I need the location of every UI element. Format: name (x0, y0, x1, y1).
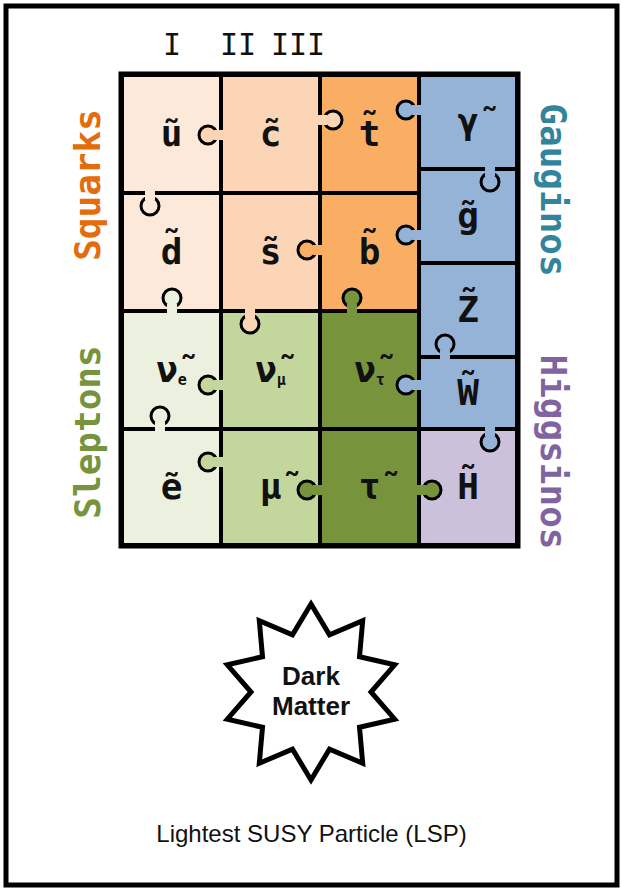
generation-label: III (271, 30, 325, 60)
caption: Lightest SUSY Particle (LSP) (0, 820, 623, 848)
particle-symbol: ũ (161, 116, 183, 152)
particle-cell: b̃ (320, 193, 419, 311)
particle-symbol: τ̃ (359, 469, 381, 505)
particle-symbol: t̃ (359, 116, 381, 152)
generation-label: II (220, 30, 256, 60)
particle-cell: ũ (122, 75, 221, 193)
group-label: Gauginos (535, 103, 571, 276)
particle-symbol: Z̃ (457, 292, 479, 328)
particle-symbol: b̃ (359, 234, 381, 270)
particle-symbol: ν̃ (354, 352, 376, 388)
particle-cell: H̃ (419, 429, 517, 545)
particle-symbol: s̃ (260, 234, 282, 270)
particle-symbol: ν̃ (156, 352, 178, 388)
group-label: Sleptons (70, 345, 106, 518)
particle-symbol: d̃ (161, 234, 183, 270)
particle-cell: g̃ (419, 169, 517, 263)
particle-cell: s̃ (221, 193, 320, 311)
particle-symbol: μ̃ (260, 469, 282, 505)
particle-cell: γ̃ (419, 75, 517, 169)
particle-symbol: H̃ (457, 469, 479, 505)
group-label: Squarks (70, 109, 106, 261)
flavour-subscript: μ (277, 373, 286, 388)
particle-symbol: c̃ (260, 116, 282, 152)
particle-cell: ν̃τ (320, 311, 419, 429)
generation-label: I (163, 30, 181, 60)
grid-outline (121, 74, 518, 546)
particle-cell: W̃ (419, 357, 517, 429)
particle-cell: d̃ (122, 193, 221, 311)
particle-cell: τ̃ (320, 429, 419, 545)
particle-cell: ν̃e (122, 311, 221, 429)
particle-cell: μ̃ (221, 429, 320, 545)
particle-cell: ẽ (122, 429, 221, 545)
dark-matter-star: Dark Matter (216, 597, 406, 787)
particle-symbol: g̃ (457, 198, 479, 234)
group-label: Higgsinos (535, 354, 571, 549)
particle-symbol: ν̃ (255, 352, 277, 388)
star-label: Dark Matter (256, 662, 366, 722)
flavour-subscript: τ (376, 373, 385, 388)
particle-cell: ν̃μ (221, 311, 320, 429)
flavour-subscript: e (178, 373, 187, 388)
particle-cell: t̃ (320, 75, 419, 193)
outer-frame (6, 6, 617, 885)
particle-symbol: ẽ (161, 469, 183, 505)
particle-symbol: γ̃ (457, 104, 479, 140)
particle-symbol: W̃ (457, 375, 479, 411)
particle-cell: c̃ (221, 75, 320, 193)
particle-cell: Z̃ (419, 263, 517, 357)
